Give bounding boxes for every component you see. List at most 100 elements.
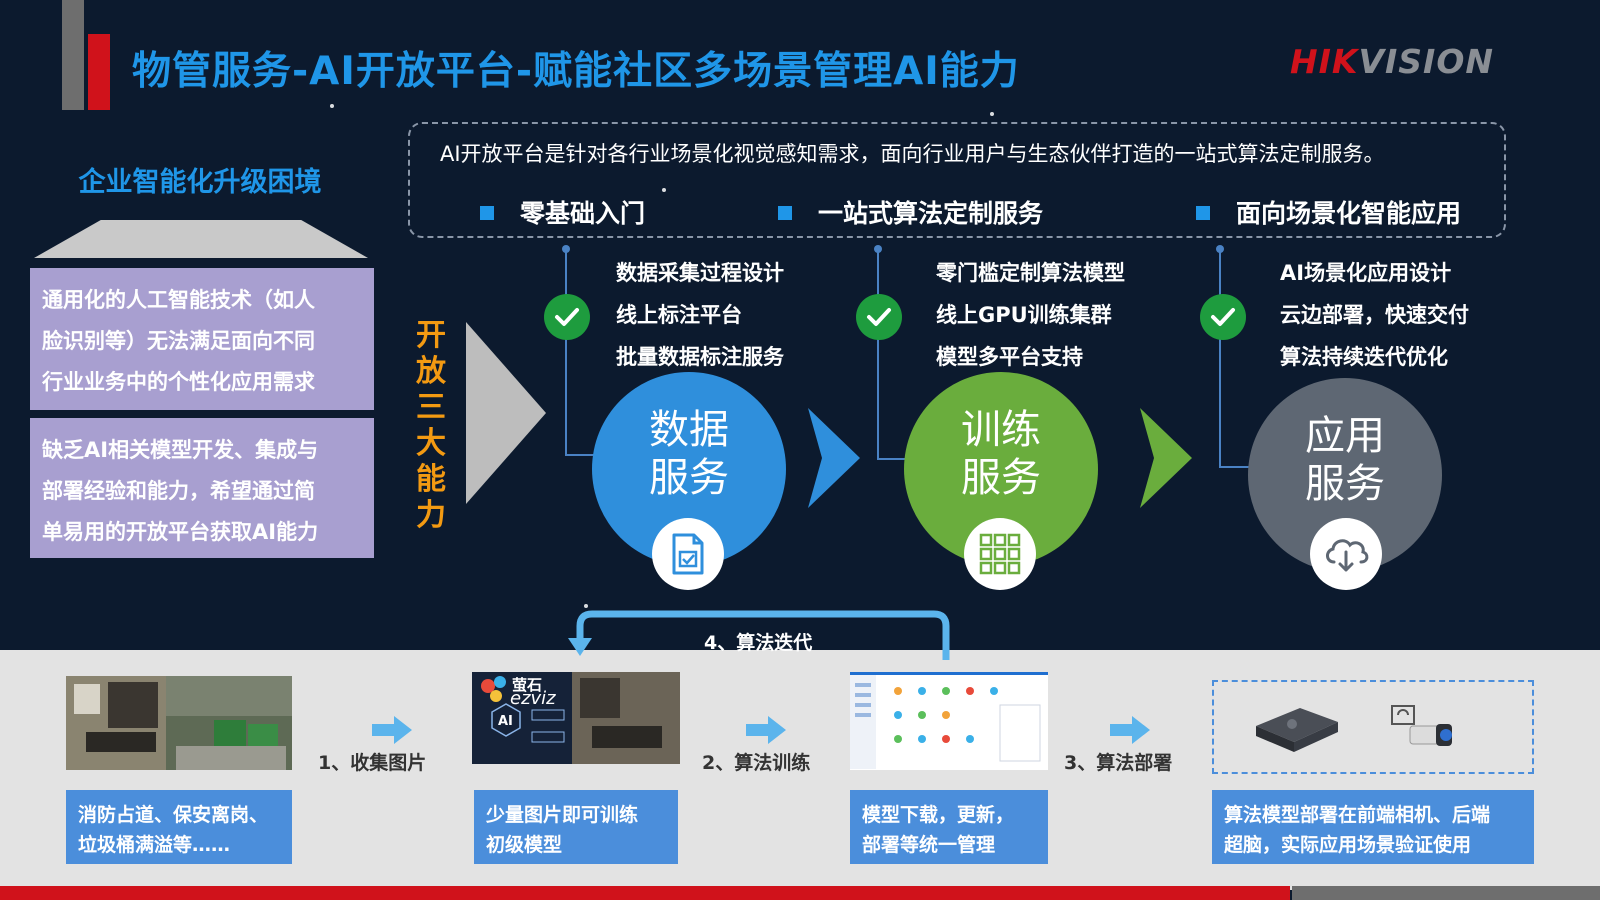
page-title: 物管服务-AI开放平台-赋能社区多场景管理AI能力 bbox=[132, 49, 1020, 94]
footer-stripe-gray bbox=[1292, 886, 1600, 900]
star-decoration bbox=[990, 112, 994, 116]
check-icon bbox=[856, 294, 902, 340]
description-line: 消防占道、保安离岗、 bbox=[78, 804, 269, 826]
logo-hik-text: HIK bbox=[1290, 42, 1359, 81]
model-management-screenshot bbox=[850, 672, 1048, 770]
connector-dot bbox=[874, 245, 882, 253]
dilemma-box-2-line: 单易用的开放平台获取AI能力 bbox=[42, 520, 319, 544]
bullet-text: 数据采集过程设计 bbox=[616, 261, 784, 285]
bullet-text: 零门槛定制算法模型 bbox=[936, 261, 1125, 285]
bullet-text: AI场景化应用设计 bbox=[1280, 261, 1452, 285]
dilemma-box-1-line: 通用化的人工智能技术（如人 bbox=[42, 288, 315, 312]
dilemma-box-1-line: 行业业务中的个性化应用需求 bbox=[42, 370, 315, 394]
connector-line bbox=[877, 458, 905, 460]
cloud-download-icon bbox=[1310, 518, 1382, 590]
dilemma-box-1-line: 脸识别等）无法满足面向不同 bbox=[42, 329, 315, 353]
service-name-line: 数据 bbox=[649, 407, 729, 453]
big-arrow-triangle bbox=[466, 322, 546, 504]
connector-line bbox=[565, 454, 595, 456]
surveillance-photo-1 bbox=[66, 676, 292, 770]
vertical-char: 开 bbox=[416, 318, 446, 353]
iteration-label: 4、算法迭代 bbox=[704, 632, 813, 654]
check-icon bbox=[544, 294, 590, 340]
document-check-icon bbox=[652, 518, 724, 590]
data-service-bullets: 数据采集过程设计 线上标注平台 批量数据标注服务 bbox=[616, 252, 784, 378]
arrow-right-icon bbox=[372, 716, 412, 744]
logo-vision-text: VISION bbox=[1358, 42, 1495, 81]
intro-dashed-box bbox=[408, 122, 1506, 238]
bullet-text: 线上标注平台 bbox=[616, 303, 742, 327]
description-line: 初级模型 bbox=[486, 834, 563, 856]
description-line: 超脑，实际应用场景验证使用 bbox=[1224, 834, 1472, 856]
square-bullet-icon bbox=[1196, 206, 1210, 220]
hikvision-logo: HIKVISION bbox=[1290, 42, 1494, 81]
bullet-text: 云边部署，快速交付 bbox=[1280, 303, 1469, 327]
training-service-bullets: 零门槛定制算法模型 线上GPU训练集群 模型多平台支持 bbox=[936, 252, 1125, 378]
step-algorithm-training: 2、算法训练 bbox=[702, 752, 811, 774]
description-line: 模型下载，更新， bbox=[862, 804, 1015, 826]
grid-icon bbox=[964, 518, 1036, 590]
description-line: 少量图片即可训练 bbox=[486, 804, 639, 826]
feature-one-stop: 一站式算法定制服务 bbox=[778, 194, 1043, 230]
data-service-circle: 数据服务 bbox=[592, 372, 786, 566]
header-accent-bar-red bbox=[88, 34, 110, 110]
step-algorithm-deploy: 3、算法部署 bbox=[1064, 752, 1173, 774]
check-icon bbox=[1200, 294, 1246, 340]
service-name-line: 应用 bbox=[1305, 413, 1385, 459]
dilemma-roof-shape bbox=[34, 220, 368, 258]
connector-dot bbox=[1216, 245, 1224, 253]
square-bullet-icon bbox=[480, 206, 494, 220]
bullet-text: 线上GPU训练集群 bbox=[936, 303, 1112, 327]
description-line: 算法模型部署在前端相机、后端 bbox=[1224, 804, 1491, 826]
footer-stripe-red bbox=[0, 886, 1290, 900]
square-bullet-icon bbox=[778, 206, 792, 220]
dilemma-box-2-line: 缺乏AI相关模型开发、集成与 bbox=[42, 438, 319, 462]
vertical-char: 三 bbox=[416, 390, 446, 425]
connector-line bbox=[1219, 466, 1249, 468]
feature-label: 一站式算法定制服务 bbox=[818, 199, 1044, 228]
dilemma-title: 企业智能化升级困境 bbox=[78, 167, 322, 198]
service-name-line: 服务 bbox=[1305, 461, 1385, 507]
bullet-text: 模型多平台支持 bbox=[936, 345, 1083, 369]
feature-scenario: 面向场景化智能应用 bbox=[1196, 194, 1461, 230]
bullet-text: 算法持续迭代优化 bbox=[1280, 345, 1448, 369]
chevron-right-icon bbox=[808, 408, 860, 508]
star-decoration bbox=[662, 188, 666, 192]
step-2-description: 少量图片即可训练 初级模型 bbox=[474, 790, 678, 864]
devices-dashed-box bbox=[1212, 680, 1534, 774]
application-service-bullets: AI场景化应用设计 云边部署，快速交付 算法持续迭代优化 bbox=[1280, 252, 1469, 378]
step-4-description: 算法模型部署在前端相机、后端 超脑，实际应用场景验证使用 bbox=[1212, 790, 1534, 864]
connector-line bbox=[877, 250, 879, 458]
feature-label: 零基础入门 bbox=[520, 199, 646, 228]
step-1-description: 消防占道、保安离岗、 垃圾桶满溢等…… bbox=[66, 790, 292, 864]
vertical-char: 能 bbox=[416, 462, 446, 497]
step-collect-images: 1、收集图片 bbox=[318, 752, 427, 774]
ezviz-ai-screenshot bbox=[472, 672, 680, 764]
application-service-circle: 应用服务 bbox=[1248, 378, 1442, 572]
arrow-right-icon bbox=[746, 716, 786, 744]
intro-text: AI开放平台是针对各行业场景化视觉感知需求，面向行业用户与生态伙伴打造的一站式算… bbox=[440, 142, 1385, 166]
description-line: 垃圾桶满溢等…… bbox=[78, 834, 231, 856]
camera-device-icon bbox=[1391, 705, 1452, 746]
header-accent-bar-gray bbox=[62, 0, 84, 110]
nvr-device-icon bbox=[1256, 708, 1338, 752]
dilemma-box-2: 缺乏AI相关模型开发、集成与 部署经验和能力，希望通过简 单易用的开放平台获取A… bbox=[30, 418, 374, 558]
vertical-char: 放 bbox=[416, 354, 446, 389]
vertical-char: 大 bbox=[416, 426, 446, 461]
iteration-loop-arrow bbox=[568, 610, 950, 660]
vertical-char: 力 bbox=[416, 498, 446, 533]
service-name-line: 服务 bbox=[649, 455, 729, 501]
connector-line bbox=[1219, 250, 1221, 466]
feature-label: 面向场景化智能应用 bbox=[1236, 199, 1462, 228]
bullet-text: 批量数据标注服务 bbox=[616, 345, 784, 369]
chevron-right-icon bbox=[1140, 408, 1192, 508]
feature-zero-basis: 零基础入门 bbox=[480, 194, 645, 230]
connector-line bbox=[565, 250, 567, 454]
ezviz-brand-text: 萤石 bbox=[512, 676, 543, 694]
service-name-line: 训练 bbox=[961, 407, 1041, 453]
star-decoration bbox=[330, 104, 334, 108]
ezviz-name-text: ezviz bbox=[510, 688, 556, 709]
three-abilities-label: 开 放 三 大 能 力 bbox=[412, 318, 450, 534]
service-name-line: 服务 bbox=[961, 455, 1041, 501]
star-decoration bbox=[584, 604, 588, 608]
